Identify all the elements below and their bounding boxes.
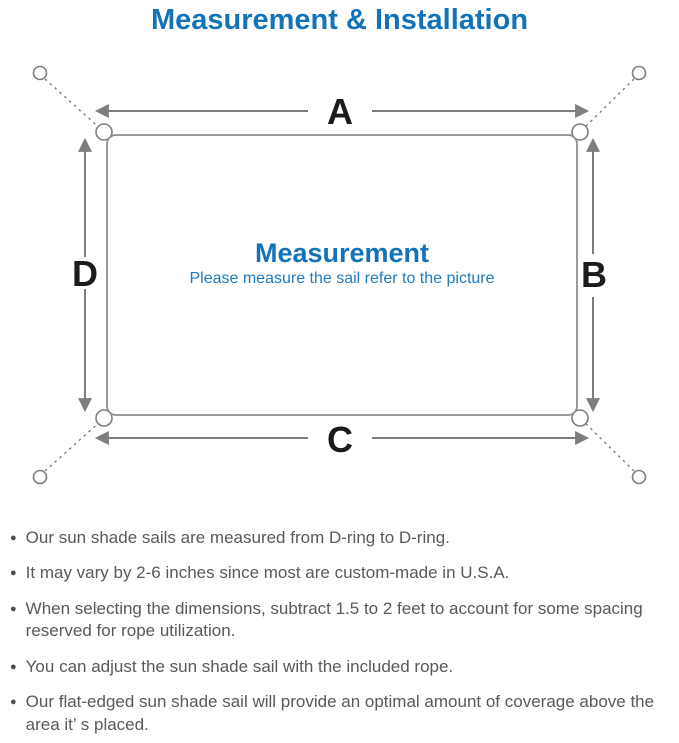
note-text: Our sun shade sails are measured from D-… <box>25 528 450 547</box>
sail-outline <box>106 134 578 416</box>
dimension-label-c: C <box>327 419 353 460</box>
anchor-point-bottom-right <box>631 469 647 485</box>
diagram-heading: Measurement <box>255 238 429 268</box>
bullet-dot-icon: ● <box>10 602 17 615</box>
dimension-label-d: D <box>72 253 98 294</box>
rope-line-bottom-right <box>581 419 635 472</box>
list-item: ● It may vary by 2-6 inches since most a… <box>10 562 673 584</box>
d-ring-top-right <box>571 123 589 141</box>
anchor-point-bottom-left <box>32 469 48 485</box>
note-text: You can adjust the sun shade sail with t… <box>25 656 454 676</box>
anchor-point-top-right <box>631 65 647 81</box>
note-text: When selecting the dimensions, subtract … <box>25 598 643 641</box>
note-text: It may vary by 2-6 inches since most are… <box>25 563 510 583</box>
list-item: ● Our flat-edged sun shade sail will pro… <box>10 691 673 736</box>
measurement-diagram: A C D B Measurement Please measure the s… <box>0 49 679 507</box>
note-text: Our flat-edged sun shade sail will provi… <box>25 692 655 734</box>
page-title: Measurement & Installation <box>150 4 529 36</box>
list-item: ● When selecting the dimensions, subtrac… <box>10 598 673 643</box>
sail-diagram-svg: A C D B Measurement Please measure the s… <box>32 65 647 485</box>
dimension-label-a: A <box>327 91 353 132</box>
anchor-point-top-left <box>32 65 48 81</box>
rope-line-top-left <box>44 78 103 131</box>
bullet-dot-icon: ● <box>10 660 17 673</box>
list-item: ● You can adjust the sun shade sail with… <box>10 656 673 678</box>
rope-line-bottom-left <box>44 419 103 472</box>
measurement-installation-page: Measurement & Installation <box>0 4 679 743</box>
notes-list: ● Our sun shade sails are measured from … <box>0 527 679 736</box>
bullet-dot-icon: ● <box>10 567 17 580</box>
list-item: ● Our sun shade sails are measured from … <box>10 527 673 549</box>
bullet-dot-icon: ● <box>10 696 17 709</box>
dimension-label-b: B <box>581 254 607 295</box>
d-ring-bottom-left <box>95 409 113 427</box>
diagram-subtitle: Please measure the sail refer to the pic… <box>189 270 494 287</box>
bullet-dot-icon: ● <box>10 532 17 544</box>
rope-line-top-right <box>581 78 635 131</box>
d-ring-top-left <box>95 123 113 141</box>
d-ring-bottom-right <box>571 409 589 427</box>
